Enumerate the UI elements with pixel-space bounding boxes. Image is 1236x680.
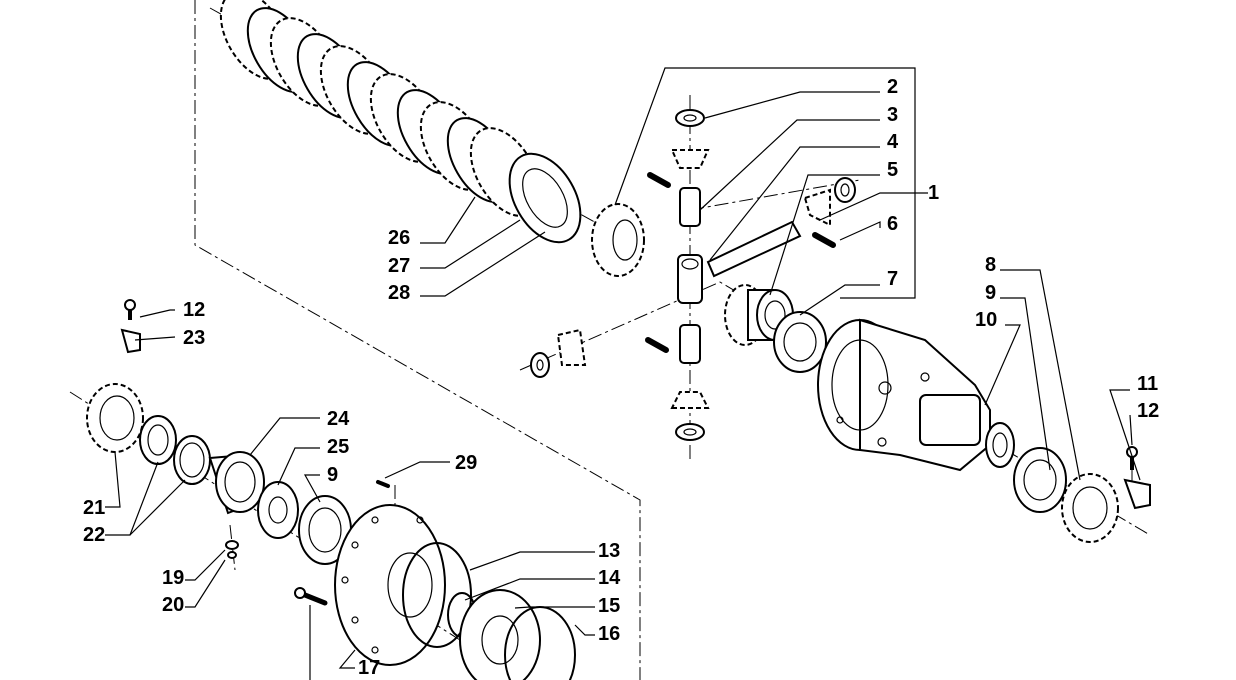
left-bearing-assembly (86, 383, 390, 565)
callout-17: 17 (358, 657, 380, 679)
spider-gear-set (530, 109, 856, 441)
callout-6: 6 (887, 213, 898, 235)
callout-1: 1 (928, 182, 939, 204)
leader-lines (105, 67, 1141, 680)
callout-5: 5 (887, 159, 898, 181)
callout-20: 20 (162, 594, 184, 616)
callout-3: 3 (887, 104, 898, 126)
callout-27: 27 (388, 255, 410, 277)
callout-8: 8 (985, 254, 996, 276)
callout-28: 28 (388, 282, 410, 304)
callout-labels: 1 2 3 4 5 6 7 8 9 10 11 12 12 23 24 25 9… (83, 76, 1159, 679)
callout-13: 13 (598, 540, 620, 562)
callout-19: 19 (162, 567, 184, 589)
callout-15: 15 (598, 595, 620, 617)
callout-4: 4 (887, 131, 899, 153)
callout-12-left: 12 (183, 299, 205, 321)
callout-12-right: 12 (1137, 400, 1159, 422)
callout-11: 11 (1137, 373, 1158, 395)
callout-24: 24 (327, 408, 350, 430)
left-bolt-assembly (120, 299, 141, 354)
callout-23: 23 (183, 327, 205, 349)
callout-10: 10 (975, 309, 997, 331)
callout-16: 16 (598, 623, 620, 645)
callout-22: 22 (83, 524, 105, 546)
right-side-gear (724, 284, 827, 373)
callout-9-left: 9 (327, 464, 338, 486)
right-bearing-assembly (1013, 446, 1151, 543)
flange-assembly (294, 504, 576, 680)
callout-7: 7 (887, 268, 898, 290)
side-gear (591, 203, 645, 277)
callout-21: 21 (83, 497, 105, 519)
clutch-disc-pack (219, 0, 582, 244)
callout-25: 25 (327, 436, 349, 458)
callout-26: 26 (388, 227, 410, 249)
differential-housing (817, 318, 1015, 472)
callout-9-right: 9 (985, 282, 996, 304)
callout-29: 29 (455, 452, 477, 474)
callout-14: 14 (598, 567, 621, 589)
callout-2: 2 (887, 76, 898, 98)
